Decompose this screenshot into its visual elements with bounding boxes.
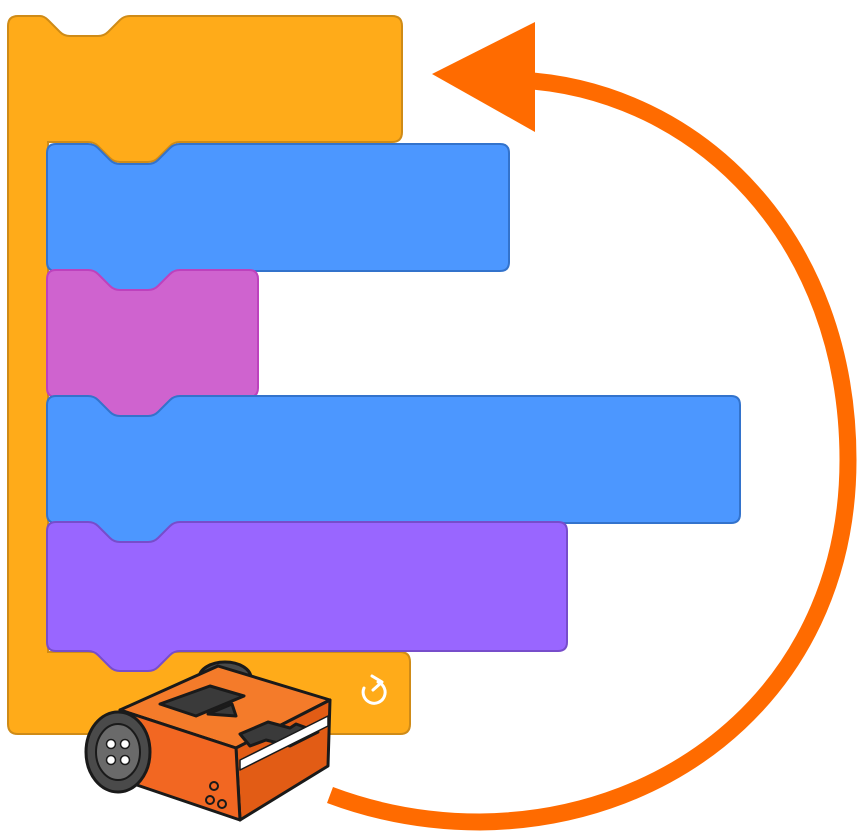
sound-block[interactable] <box>47 270 258 417</box>
motion-block-2[interactable] <box>47 396 740 543</box>
loop-arrow-head <box>432 22 535 132</box>
looks-block[interactable] <box>47 522 567 671</box>
motion-block-1[interactable] <box>47 144 509 291</box>
